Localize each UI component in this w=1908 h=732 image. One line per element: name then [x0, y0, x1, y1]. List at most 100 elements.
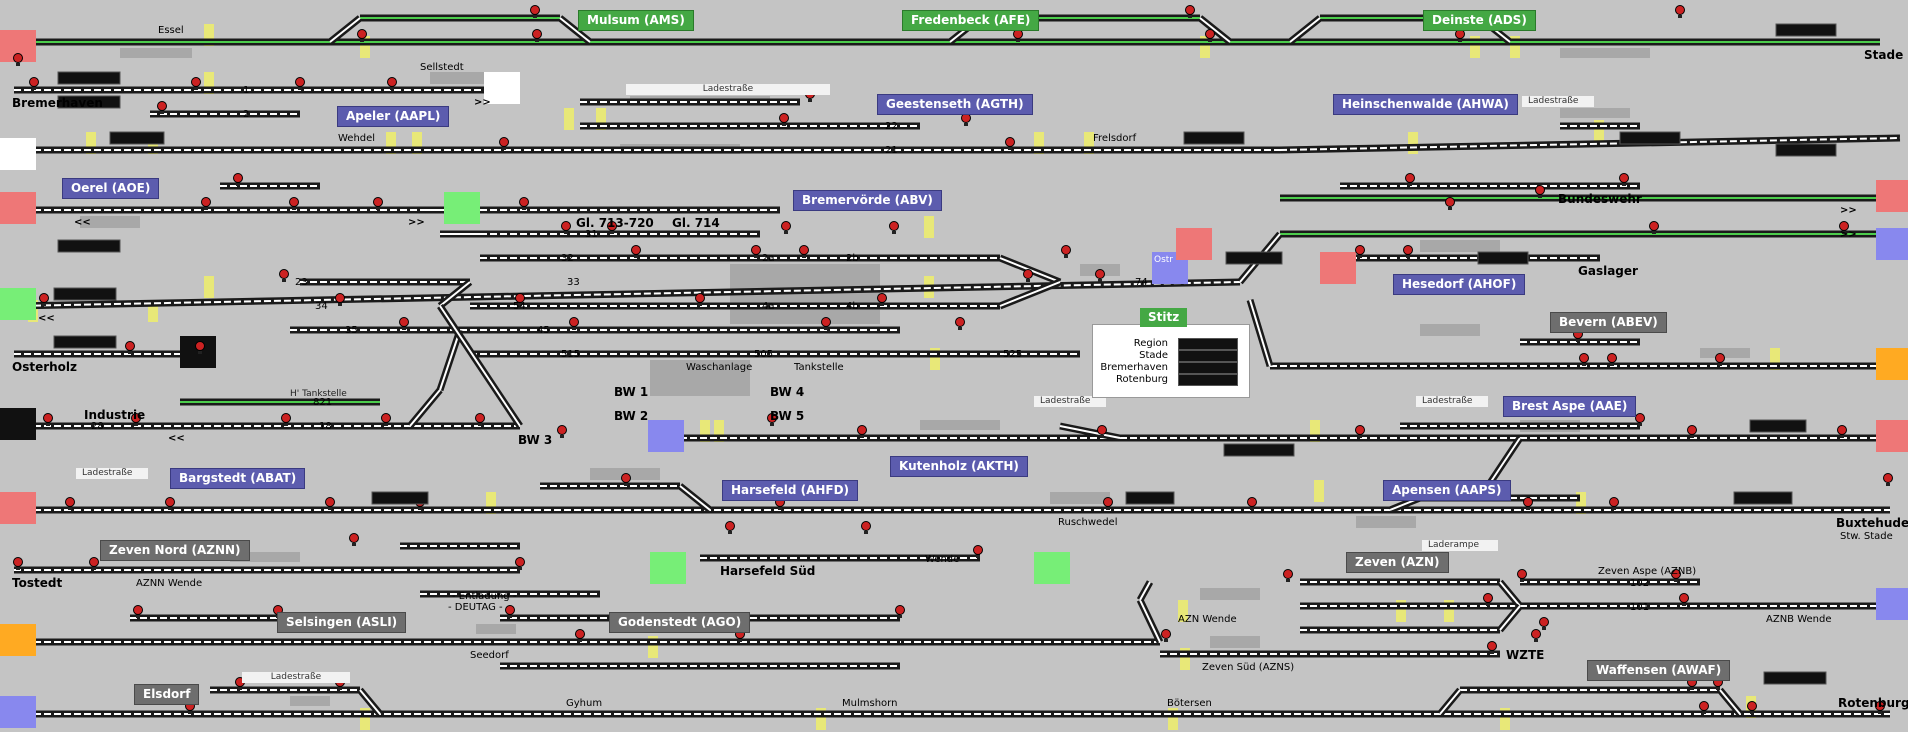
- signal-mast: [168, 507, 172, 510]
- signal-red: [29, 77, 39, 87]
- signal-mast: [46, 423, 50, 426]
- label-bremerhaven: Bremerhaven: [12, 96, 103, 110]
- signal-mast: [16, 567, 20, 570]
- label-essel: Essel: [158, 25, 184, 36]
- signal-red: [575, 629, 585, 639]
- stitz-display-bremerhaven: [1178, 362, 1238, 374]
- signal-mast: [338, 687, 342, 690]
- track-connector-rail: [1139, 599, 1161, 643]
- arrow-right-gaslager[interactable]: >>: [1840, 229, 1857, 240]
- arrow-left-oerel[interactable]: <<: [74, 217, 91, 228]
- signal-red: [631, 245, 641, 255]
- signal-mast: [1208, 39, 1212, 42]
- track-rail: [13, 281, 1241, 307]
- track-connector-rail: [409, 389, 441, 427]
- station-waffensen[interactable]: Waffensen (AWAF): [1587, 660, 1731, 681]
- train-number-display: [1775, 23, 1837, 37]
- station-harsefeld[interactable]: Harsefeld (AHFD): [722, 480, 859, 501]
- signal-red: [165, 497, 175, 507]
- signal-mast: [1674, 579, 1678, 582]
- label-deutag: - DEUTAG -: [448, 602, 503, 613]
- station-oerel[interactable]: Oerel (AOE): [62, 178, 160, 199]
- signal-red: [532, 29, 542, 39]
- marker-block: [700, 420, 710, 442]
- arrow-right-bundeswehr[interactable]: >>: [1840, 205, 1857, 216]
- signal-mast: [134, 423, 138, 426]
- marker-block: [930, 348, 940, 370]
- signal-mast: [1016, 39, 1020, 42]
- signal-mast: [1690, 687, 1694, 690]
- signal-mast: [518, 567, 522, 570]
- track-num-102: 102: [1630, 578, 1650, 589]
- signal-mast: [1486, 603, 1490, 606]
- signal-red: [1483, 593, 1493, 603]
- signal-red: [281, 413, 291, 423]
- boundary-block: [0, 492, 36, 524]
- marker-block: [386, 132, 396, 154]
- station-brest-aspe[interactable]: Brest Aspe (AAE): [1503, 396, 1637, 417]
- signal-red: [1097, 425, 1107, 435]
- label-wehdel: Wehdel: [338, 133, 376, 144]
- signal-red: [295, 77, 305, 87]
- stitz-row-bremerhaven: Bremerhaven: [1100, 362, 1168, 373]
- station-bevern[interactable]: Bevern (ABEV): [1550, 312, 1667, 333]
- marker-block: [596, 108, 606, 130]
- station-heinschenwalde[interactable]: Heinschenwalde (AHWA): [1333, 94, 1518, 115]
- station-mulsum[interactable]: Mulsum (AMS): [578, 10, 694, 31]
- station-deinste[interactable]: Deinste (ADS): [1423, 10, 1536, 31]
- platform-area: [290, 696, 330, 706]
- signal-red: [530, 5, 540, 15]
- boundary-block: [648, 420, 684, 452]
- track-num-33: 33: [567, 277, 580, 288]
- signal-red: [1635, 413, 1645, 423]
- track-num-54: 54: [513, 301, 526, 312]
- signal-red: [1535, 185, 1545, 195]
- marker-block: [1470, 36, 1480, 58]
- station-fredenbeck[interactable]: Fredenbeck (AFE): [902, 10, 1040, 31]
- track-num-18: 18: [319, 421, 332, 432]
- signal-red: [43, 413, 53, 423]
- signal-red: [1715, 353, 1725, 363]
- arrow-right-sellstedt[interactable]: >>: [474, 97, 491, 108]
- arrow-left-osterholz[interactable]: <<: [38, 313, 55, 324]
- marker-block: [1168, 708, 1178, 730]
- marker-block: [148, 300, 158, 322]
- station-apeler[interactable]: Apeler (AAPL): [337, 106, 450, 127]
- station-selsingen[interactable]: Selsingen (ASLI): [277, 612, 407, 633]
- station-geestenseth[interactable]: Geestenseth (AGTH): [877, 94, 1033, 115]
- signal-red: [1355, 245, 1365, 255]
- signal-mast: [976, 555, 980, 558]
- station-zeven-nord[interactable]: Zeven Nord (AZNN): [100, 540, 250, 561]
- arrow-right-oerel[interactable]: >>: [408, 217, 425, 228]
- signal-red: [1517, 569, 1527, 579]
- track-connector-rail: [359, 689, 381, 715]
- signal-red: [779, 113, 789, 123]
- label-azn-wende: AZN Wende: [1178, 614, 1237, 625]
- station-bremervoerde[interactable]: Bremervörde (ABV): [793, 190, 942, 211]
- station-bargstedt[interactable]: Bargstedt (ABAT): [170, 468, 306, 489]
- stitz-title[interactable]: Stitz: [1140, 308, 1188, 327]
- signal-red: [895, 605, 905, 615]
- signal-red: [1355, 425, 1365, 435]
- signal-red: [387, 77, 397, 87]
- signal-mast: [1526, 507, 1530, 510]
- marker-block: [1314, 480, 1324, 502]
- label-entladung: - Entladung -: [452, 591, 517, 602]
- signal-mast: [864, 531, 868, 534]
- station-elsdorf[interactable]: Elsdorf: [134, 684, 200, 705]
- signal-red: [799, 245, 809, 255]
- signal-red: [373, 197, 383, 207]
- station-apensen[interactable]: Apensen (AAPS): [1383, 480, 1511, 501]
- signal-mast: [204, 207, 208, 210]
- arrow-left-industrie[interactable]: <<: [168, 433, 185, 444]
- train-number-display: [109, 131, 165, 145]
- track-connector-rail: [1439, 689, 1461, 715]
- station-zeven[interactable]: Zeven (AZN): [1346, 552, 1449, 573]
- track-connector-rail: [1059, 425, 1121, 439]
- signal-mast: [778, 507, 782, 510]
- signal-mast: [1250, 507, 1254, 510]
- signal-mast: [1576, 339, 1580, 342]
- station-hesedorf[interactable]: Hesedorf (AHOF): [1393, 274, 1526, 295]
- station-godenstedt[interactable]: Godenstedt (AGO): [609, 612, 751, 633]
- station-kutenholz[interactable]: Kutenholz (AKTH): [890, 456, 1028, 477]
